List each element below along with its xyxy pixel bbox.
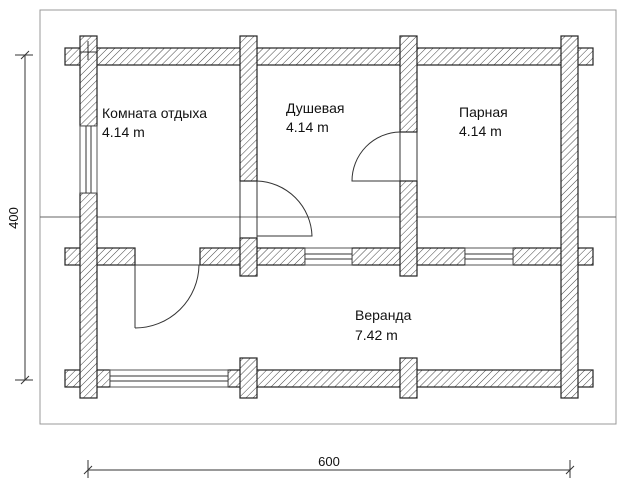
room-area-steam: 4.14 m xyxy=(459,123,502,139)
door-3-swing xyxy=(134,264,200,329)
window-bottom xyxy=(109,369,229,388)
partition-left-bottom xyxy=(239,237,258,277)
right-wall xyxy=(560,35,579,399)
dimension-width: 600 xyxy=(83,454,575,478)
walls xyxy=(64,35,594,399)
room-area-shower: 4.14 m xyxy=(286,119,329,135)
middle-wall-4 xyxy=(512,247,594,266)
left-wall-bottom xyxy=(79,192,98,399)
room-area-rest: 4.14 m xyxy=(102,124,145,140)
window-middle-1 xyxy=(304,247,353,266)
bottom-tail-1 xyxy=(239,357,258,399)
room-label-rest: Комната отдыха xyxy=(102,105,207,121)
room-area-veranda: 7.42 m xyxy=(355,327,398,343)
room-label-veranda: Веранда xyxy=(355,307,412,323)
height-dimension-label: 400 xyxy=(6,207,21,229)
doors xyxy=(134,131,418,329)
room-label-shower: Душевая xyxy=(286,100,344,116)
partition-left-top xyxy=(239,35,258,182)
window-middle-2 xyxy=(464,247,514,266)
room-label-steam: Парная xyxy=(459,104,508,120)
dimension-height: 400 xyxy=(6,50,33,385)
room-labels: Комната отдыха 4.14 m Душевая 4.14 m Пар… xyxy=(102,100,508,343)
bottom-tail-2 xyxy=(399,357,418,399)
top-wall xyxy=(64,47,594,66)
windows xyxy=(79,125,514,388)
corner-marker xyxy=(80,41,97,60)
door-2-swing xyxy=(351,131,401,182)
window-left xyxy=(79,125,98,194)
partition-right-top xyxy=(399,35,418,133)
partition-right-bottom xyxy=(399,180,418,277)
width-dimension-label: 600 xyxy=(318,454,340,469)
door-1-swing xyxy=(256,180,313,237)
middle-wall-1 xyxy=(64,247,136,266)
